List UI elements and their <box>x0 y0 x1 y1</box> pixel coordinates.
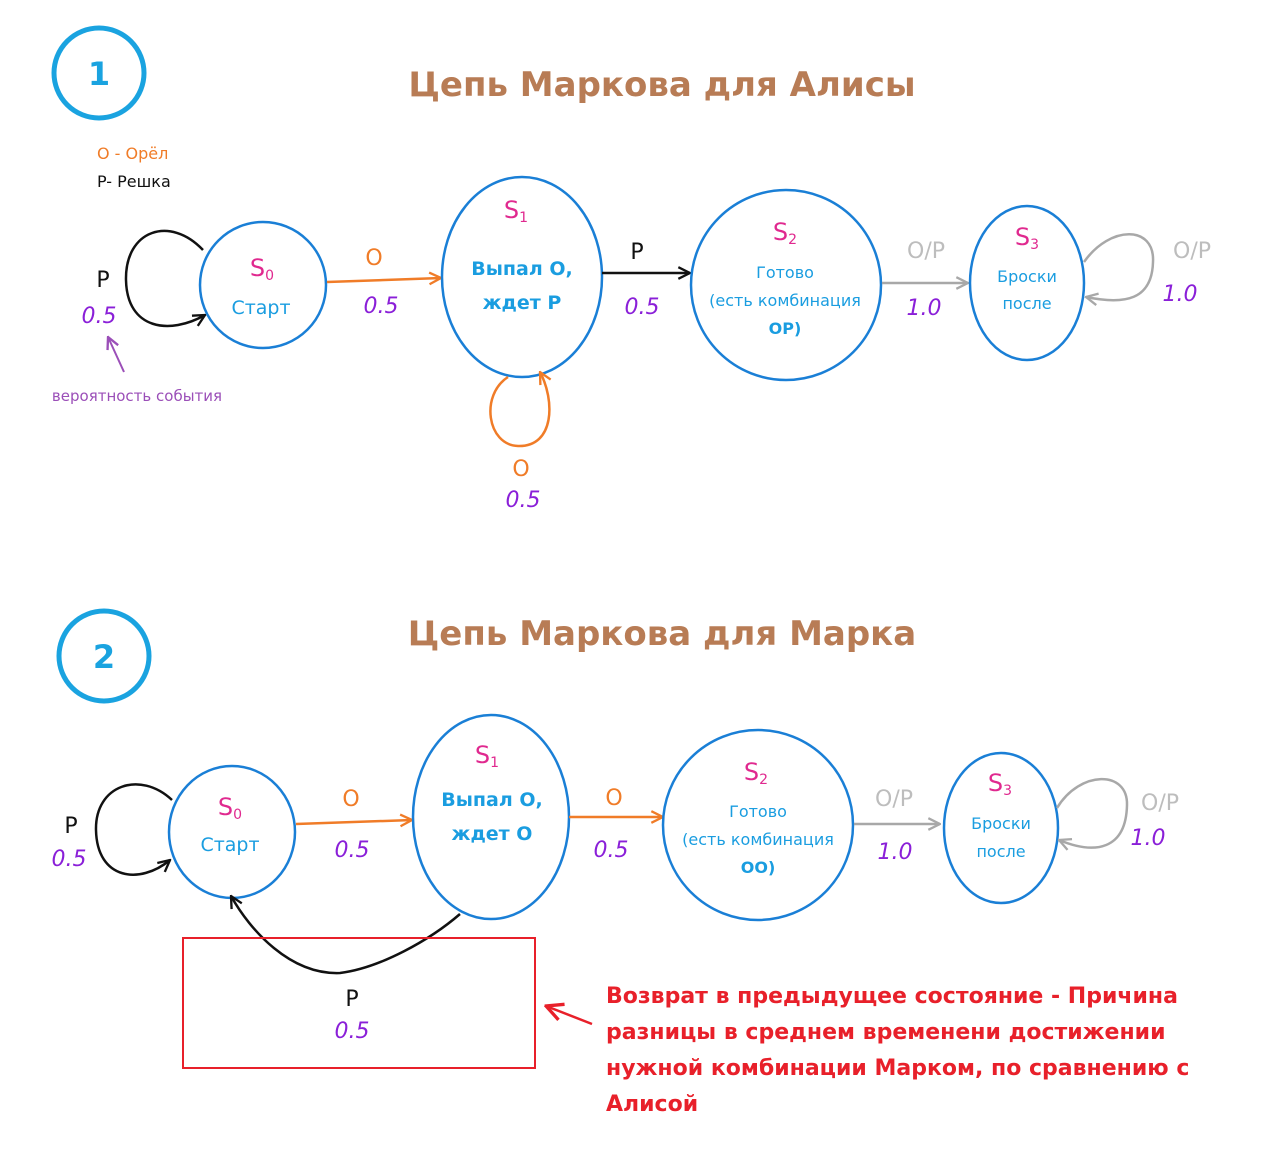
state-label-s2-line1: Готово <box>729 802 787 821</box>
transition-prob: 1.0 <box>1131 826 1166 851</box>
transition-symbol: O <box>605 786 622 811</box>
transition-s1-s0-p <box>231 896 461 975</box>
transition-symbol: O/P <box>1141 791 1179 816</box>
annotation-probability: вероятность события <box>52 387 222 405</box>
state-label-s1-line2: ждет О <box>452 823 533 845</box>
state-label-s2-line1: Готово <box>756 263 814 282</box>
transition-prob: 1.0 <box>1163 282 1198 307</box>
state-id-s1: S1 <box>504 196 528 226</box>
state-label-s2-line3: ОО) <box>741 858 776 877</box>
legend-heads: O - Орёл <box>97 144 168 163</box>
state-label-s2-line2: (есть комбинация <box>682 830 834 849</box>
transition-prob: 0.5 <box>506 488 541 513</box>
transition-prob: 0.5 <box>364 294 399 319</box>
transition-symbol: O <box>342 787 359 812</box>
transition-prob: 0.5 <box>335 838 370 863</box>
transition-symbol: O/P <box>875 787 913 812</box>
transition-s1-self-o <box>489 372 549 448</box>
state-id-s0: S0 <box>218 793 242 823</box>
badge-circle-2 <box>56 608 152 704</box>
highlight-note-line1: Возврат в предыдущее состояние - Причина <box>606 984 1178 1009</box>
transition-s0-self-p <box>124 229 205 328</box>
transition-s3-self-op <box>1055 777 1129 847</box>
state-label-s1-line1: Выпал О, <box>471 258 573 280</box>
state-node-s2 <box>661 728 855 922</box>
diagram-mark: 2 Цепь Маркова для Марка S0 Старт P 0.5 … <box>52 608 1189 1117</box>
transition-symbol: O <box>512 457 529 482</box>
transition-symbol: O/P <box>907 239 945 264</box>
highlight-note-line4: Алисой <box>606 1092 698 1117</box>
transition-symbol: O/P <box>1173 239 1211 264</box>
transition-s0-self-p <box>94 783 173 876</box>
transition-s0-s1-o <box>295 820 412 824</box>
badge-number-1: 1 <box>88 55 110 93</box>
state-label-s3-line2: после <box>1002 294 1051 313</box>
state-node-s2 <box>689 188 883 382</box>
state-label-s2-line3: ОР) <box>769 319 802 338</box>
transition-symbol: P <box>345 987 358 1012</box>
badge-circle-1 <box>51 25 147 121</box>
state-node-s1 <box>440 175 604 379</box>
transition-symbol: P <box>96 268 109 293</box>
transition-symbol: P <box>630 240 643 265</box>
state-id-s3: S3 <box>1015 223 1039 253</box>
state-id-s1: S1 <box>475 741 499 771</box>
transition-symbol: O <box>365 246 382 271</box>
state-label-s1-line1: Выпал О, <box>441 789 543 811</box>
state-id-s2: S2 <box>773 218 797 248</box>
highlight-box <box>182 937 536 1069</box>
transition-symbol: P <box>64 814 77 839</box>
transition-prob: 0.5 <box>594 838 629 863</box>
state-node-s1 <box>411 713 571 921</box>
state-label-s1-line2: ждет Р <box>483 292 562 314</box>
highlight-note-line3: нужной комбинации Марком, по сравнению с <box>606 1056 1189 1081</box>
state-label-s3-line1: Броски <box>971 814 1031 833</box>
state-label-s2-line2: (есть комбинация <box>709 291 861 310</box>
transition-prob: 1.0 <box>878 840 913 865</box>
annotation-arrow <box>108 337 125 373</box>
state-label-s0: Старт <box>231 297 290 319</box>
state-id-s0: S0 <box>250 254 274 284</box>
state-label-s3-line1: Броски <box>997 267 1057 286</box>
state-label-s0: Старт <box>200 834 259 856</box>
transition-prob: 0.5 <box>625 295 660 320</box>
transition-prob: 0.5 <box>52 847 87 872</box>
state-node-s3 <box>968 204 1086 362</box>
highlight-pointer-arrow <box>546 1006 593 1026</box>
diagram-title-alice: Цепь Маркова для Алисы <box>408 65 915 105</box>
badge-number-2: 2 <box>93 638 115 676</box>
state-node-s0 <box>198 220 328 350</box>
state-id-s2: S2 <box>744 758 768 788</box>
legend-tails: P- Решка <box>97 172 171 191</box>
state-node-s0 <box>167 764 297 900</box>
transition-prob: 1.0 <box>907 296 942 321</box>
transition-s0-s1-o <box>326 278 441 282</box>
transition-prob: 0.5 <box>335 1019 370 1044</box>
highlight-note-line2: разницы в среднем временени достижении <box>606 1020 1166 1045</box>
diagram-title-mark: Цепь Маркова для Марка <box>408 614 916 654</box>
state-node-s3 <box>942 751 1060 905</box>
transition-prob: 0.5 <box>82 304 117 329</box>
state-id-s3: S3 <box>988 769 1012 799</box>
transition-s3-self-op <box>1082 233 1155 300</box>
diagram-alice: 1 Цепь Маркова для Алисы O - Орёл P- Реш… <box>51 25 1211 513</box>
state-label-s3-line2: после <box>976 842 1025 861</box>
